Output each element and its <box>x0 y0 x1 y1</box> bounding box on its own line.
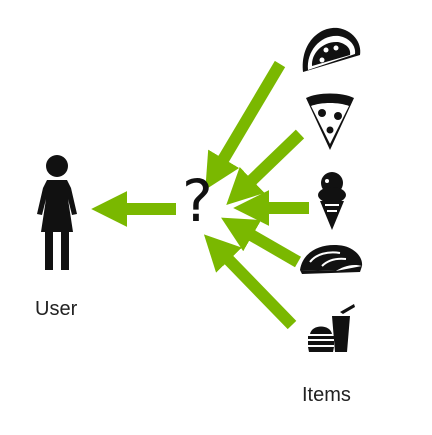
taco-icon <box>302 27 361 72</box>
sushi-icon <box>300 245 363 274</box>
question-mark: ? <box>182 167 213 235</box>
arrow-from-sushi <box>221 217 301 268</box>
user-label: User <box>35 298 78 320</box>
pizza-slice-icon <box>306 93 354 150</box>
arrow-from-fast-food <box>203 234 297 330</box>
fast-food-icon <box>308 304 355 352</box>
arrow-from-pizza <box>226 129 305 205</box>
user-figure-icon <box>37 155 77 270</box>
arrow-from-taco <box>205 60 286 190</box>
ice-cream-icon <box>318 172 346 230</box>
items-label: Items <box>302 384 351 406</box>
